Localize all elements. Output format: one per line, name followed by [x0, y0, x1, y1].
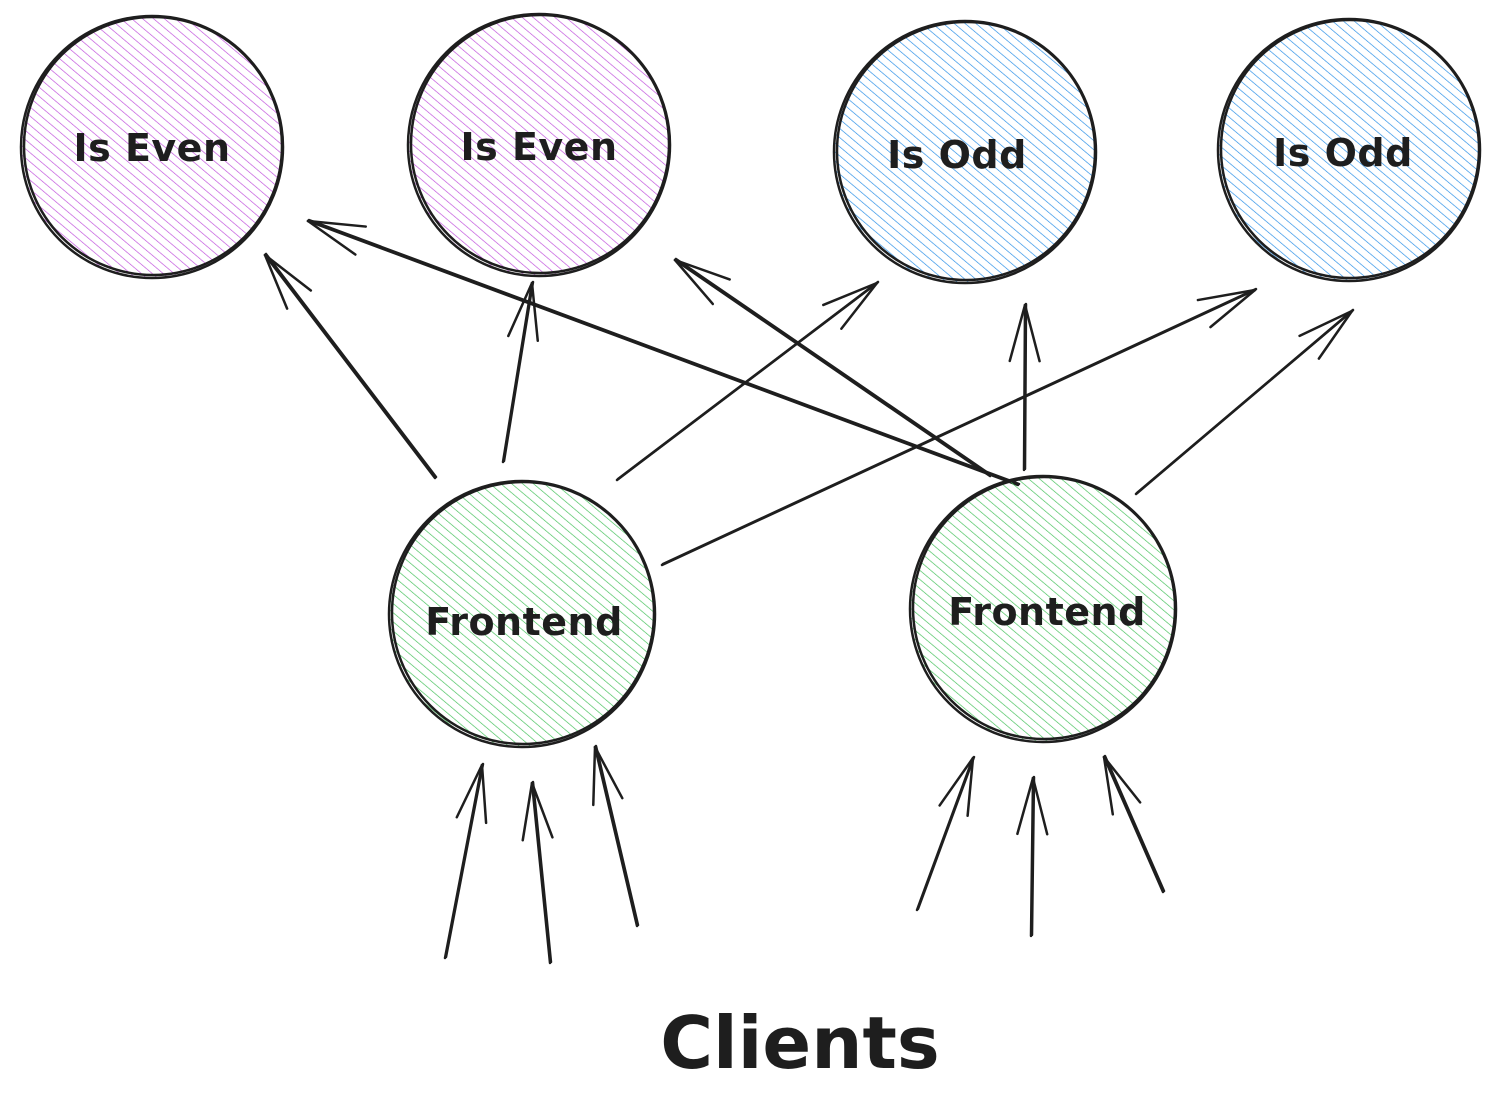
client-arrow-front2-2: [1016, 775, 1049, 938]
edge-front2-to-odd1: [1008, 302, 1041, 472]
edge-front1-to-odd2: [660, 287, 1258, 567]
node-frontend-1: Frontend: [387, 479, 657, 749]
node-is-even-1: Is Even: [19, 14, 285, 280]
node-label: Frontend: [948, 590, 1146, 634]
edge-front1-to-even2: [501, 280, 540, 464]
edge-front1-to-even1-arrowhead-left: [263, 253, 313, 292]
client-arrow-front1-2-arrowhead-left: [530, 781, 554, 839]
is-odd-circle-outline-sketch: [1219, 18, 1481, 280]
edge-front1-to-even2-arrowhead-right: [507, 281, 534, 338]
is-even-circle-outline-sketch: [409, 13, 671, 275]
frontend-circle-outline-sketch: [390, 480, 656, 746]
edge-front1-to-odd1-shaft: [616, 280, 880, 481]
node-is-odd-1: Is Odd: [832, 19, 1098, 285]
client-arrow-front1-3-arrowhead-left: [593, 745, 624, 800]
edge-front2-to-odd2-arrowhead-left: [1317, 309, 1354, 360]
node-is-odd-2: Is Odd: [1216, 17, 1482, 283]
client-arrow-front2-3-arrowhead-right: [1102, 755, 1115, 816]
frontend-circle-fill: [910, 476, 1176, 742]
edge-front2-to-even1-shaft: [307, 218, 1021, 486]
edge-front2-to-even1-arrowhead-right: [306, 219, 357, 256]
edge-front1-to-even2-shaft: [502, 280, 535, 463]
node-is-even-2: Is Even: [406, 12, 672, 278]
client-arrow-front2-3-shaft: [1102, 755, 1165, 894]
node-frontend-2: Frontend: [908, 474, 1178, 744]
edge-front1-to-odd2-arrowhead-right: [1196, 288, 1257, 302]
edges-layer: [263, 218, 1355, 567]
client-arrow-front2-1: [915, 755, 976, 912]
node-label: Is Odd: [887, 133, 1027, 177]
client-arrow-front2-3-arrowhead-left: [1102, 755, 1142, 804]
client-arrow-front1-1-shaft: [444, 762, 485, 959]
edge-front1-to-odd1-arrowhead-left: [840, 281, 879, 330]
is-even-circle-fill: [21, 16, 283, 278]
client-arrow-front1-3: [592, 744, 640, 928]
edge-front1-to-even1-shaft: [263, 253, 437, 480]
is-odd-circle-outline-sketch: [835, 20, 1097, 282]
frontend-circle-fill: [389, 481, 655, 747]
client-arrow-front2-2-arrowhead-left: [1031, 776, 1049, 836]
node-label: Frontend: [425, 600, 623, 644]
client-arrow-front1-3-arrowhead-right: [592, 745, 597, 807]
client-arrow-front2-1-arrowhead-left: [966, 756, 975, 817]
edge-front2-to-even1-arrowhead-left: [306, 219, 367, 228]
edge-front1-to-odd2-shaft: [661, 287, 1258, 566]
client-arrow-front2-2-arrowhead-right: [1016, 776, 1035, 836]
edge-front2-to-even2: [673, 257, 993, 478]
client-arrow-front2-3: [1102, 754, 1166, 894]
client-arrow-front2-1-shaft: [916, 755, 976, 911]
is-odd-circle-fill: [834, 21, 1096, 283]
edge-front2-to-odd2: [1134, 308, 1355, 496]
node-label: Is Even: [460, 125, 617, 169]
edge-front2-to-odd1-shaft: [1023, 302, 1028, 471]
edge-front1-to-even1: [263, 252, 438, 480]
edge-front1-to-even2-arrowhead-left: [530, 281, 540, 342]
client-arrow-front1-2-arrowhead-right: [521, 781, 534, 842]
edge-front2-to-even1: [306, 218, 1021, 487]
client-arrow-front1-1-arrowhead-right: [455, 763, 484, 819]
edge-front1-to-even1-arrowhead-right: [263, 253, 289, 310]
client-arrow-front1-2-shaft: [531, 780, 553, 964]
edge-front2-to-odd1-arrowhead-left: [1023, 303, 1041, 363]
client-arrow-front2-3-shaft: [1103, 754, 1166, 893]
client-arrow-front2-2-shaft: [1030, 775, 1036, 937]
client-arrows-layer: [443, 744, 1166, 965]
edge-front2-to-even2-arrowhead-left: [673, 258, 731, 281]
is-even-circle-outline-sketch: [22, 15, 284, 277]
client-arrow-front1-1: [443, 762, 488, 960]
edge-front2-to-even1-shaft: [306, 219, 1020, 487]
edge-front1-to-odd1-arrowhead-right: [822, 281, 879, 307]
clients-label: Clients: [660, 1001, 940, 1085]
client-arrow-front2-1-arrowhead-right: [938, 756, 975, 807]
is-odd-circle-fill: [1218, 19, 1480, 281]
node-label: Is Odd: [1273, 131, 1413, 175]
edge-front2-to-even2-shaft: [674, 257, 993, 477]
edge-front2-to-odd2-arrowhead-right: [1298, 309, 1354, 338]
frontend-circle-outline-sketch: [911, 475, 1177, 741]
edge-front2-to-even2-arrowhead-right: [673, 258, 715, 306]
edge-front1-to-odd2-arrowhead-left: [1209, 288, 1257, 329]
node-label: Is Even: [73, 126, 230, 170]
client-arrow-front1-2: [521, 780, 554, 965]
edge-front2-to-odd2-shaft: [1135, 308, 1355, 495]
client-arrow-front1-1-arrowhead-left: [480, 763, 488, 825]
edge-front2-to-even2-shaft: [673, 258, 992, 478]
edge-front1-to-even1-shaft: [264, 252, 438, 479]
is-even-circle-fill: [408, 14, 670, 276]
client-arrow-front1-3-shaft: [594, 744, 640, 927]
edge-front1-to-odd1: [615, 280, 880, 482]
edge-front2-to-odd1-arrowhead-right: [1008, 303, 1027, 363]
